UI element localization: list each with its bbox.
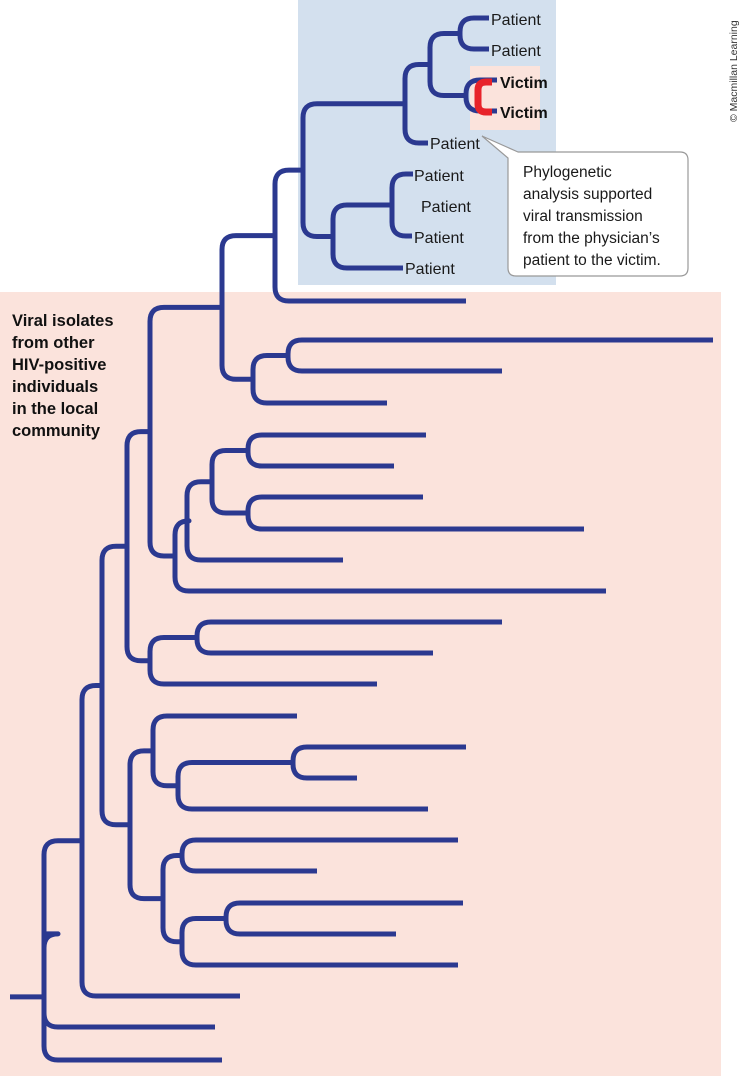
patient-label: Patient (414, 168, 464, 185)
community-label-line: Viral isolates (12, 312, 114, 330)
callout-line: analysis supported (523, 186, 652, 203)
patient-label: Patient (421, 199, 471, 216)
tree-branch (194, 619, 502, 656)
tree-branch (147, 304, 222, 559)
tree-branch (290, 744, 466, 781)
patient-label: Patient (491, 12, 541, 29)
tree-branch (402, 62, 430, 146)
victim-highlight-box (470, 66, 540, 130)
tree-branch (179, 916, 458, 968)
tree-branch (300, 101, 405, 239)
copyright-credit: © Macmillan Learning (728, 20, 740, 122)
tree-branch (223, 900, 463, 937)
community-label-line: from other (12, 334, 95, 352)
patient-label: Patient (405, 261, 455, 278)
tree-branch (179, 837, 458, 874)
callout-bubble (481, 135, 689, 277)
victim-label: Victim (500, 75, 548, 92)
tree-branch (209, 448, 248, 516)
tree-branch (184, 479, 343, 563)
tree-branch (127, 748, 163, 902)
tree-branch (457, 15, 489, 52)
tree-branch (99, 543, 130, 828)
callout-line: from the physician’s (523, 230, 660, 247)
tree-branch (389, 171, 413, 239)
tree-branch (175, 760, 428, 812)
tree-branch (250, 353, 387, 406)
tree-branch (79, 682, 240, 999)
tree-branch (330, 202, 403, 271)
patient-label: Patient (414, 230, 464, 247)
victim-label: Victim (500, 105, 548, 122)
callout-line: patient to the victim. (523, 252, 661, 269)
tree-branch (147, 635, 377, 687)
callout-line: viral transmission (523, 208, 643, 225)
tree-branch (245, 432, 426, 469)
community-label-line: in the local (12, 400, 98, 418)
community-label-line: individuals (12, 378, 98, 396)
callout-line: Phylogenetic (523, 164, 612, 181)
victim-bracket (474, 78, 492, 116)
patient-label: Patient (491, 43, 541, 60)
tree-branch (219, 233, 275, 382)
community-label-line: HIV-positive (12, 356, 106, 374)
tree-branch (463, 77, 497, 114)
tree-branch (41, 838, 215, 1030)
community-label-line: community (12, 422, 101, 440)
tree-branch (427, 31, 466, 98)
tree-branch (172, 518, 606, 594)
tree-branch (245, 494, 584, 532)
tree-branch (272, 167, 466, 304)
callout-text: Phylogenetic analysis supported viral tr… (523, 164, 664, 269)
tree-branch (285, 337, 713, 374)
community-label: Viral isolates from other HIV-positive i… (12, 312, 118, 440)
tree-branch (124, 429, 150, 664)
patient-label: Patient (430, 136, 480, 153)
tree-branch (160, 853, 182, 945)
tree-branch (150, 713, 297, 789)
phylogenetic-tree (10, 15, 713, 1063)
